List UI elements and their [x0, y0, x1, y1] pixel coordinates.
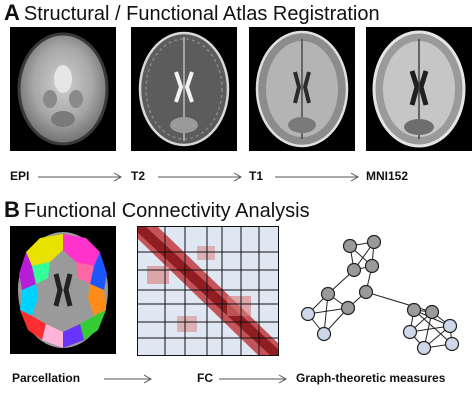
graph-measures-label: Graph-theoretic measures — [296, 371, 446, 385]
arrow-fc-to-graph — [219, 374, 288, 384]
arrow-epi-to-t2 — [38, 172, 123, 182]
fc-label: FC — [197, 371, 213, 385]
section-b-letter: B — [4, 197, 20, 222]
t2-brain-image — [131, 27, 237, 151]
section-a-letter: A — [4, 0, 20, 25]
section-a-heading: Structural / Functional Atlas Registrati… — [23, 3, 380, 25]
fc-matrix-image — [137, 226, 279, 356]
parcellation-brain-image — [10, 226, 116, 354]
parcellation-label: Parcellation — [12, 371, 81, 385]
section-b-heading: Functional Connectivity Analysis — [23, 200, 310, 222]
connectivity-graph — [292, 226, 470, 358]
epi-label: EPI — [10, 169, 30, 183]
t2-label: T2 — [131, 169, 146, 183]
arrow-t2-to-t1 — [158, 172, 243, 182]
t1-label: T1 — [249, 169, 264, 183]
mni152-label: MNI152 — [366, 169, 409, 183]
arrow-parcellation-to-fc — [104, 374, 153, 384]
epi-brain-image — [10, 27, 116, 151]
t1-brain-image — [249, 27, 355, 151]
mni152-brain-image — [366, 27, 472, 151]
arrow-t1-to-mni152 — [275, 172, 360, 182]
